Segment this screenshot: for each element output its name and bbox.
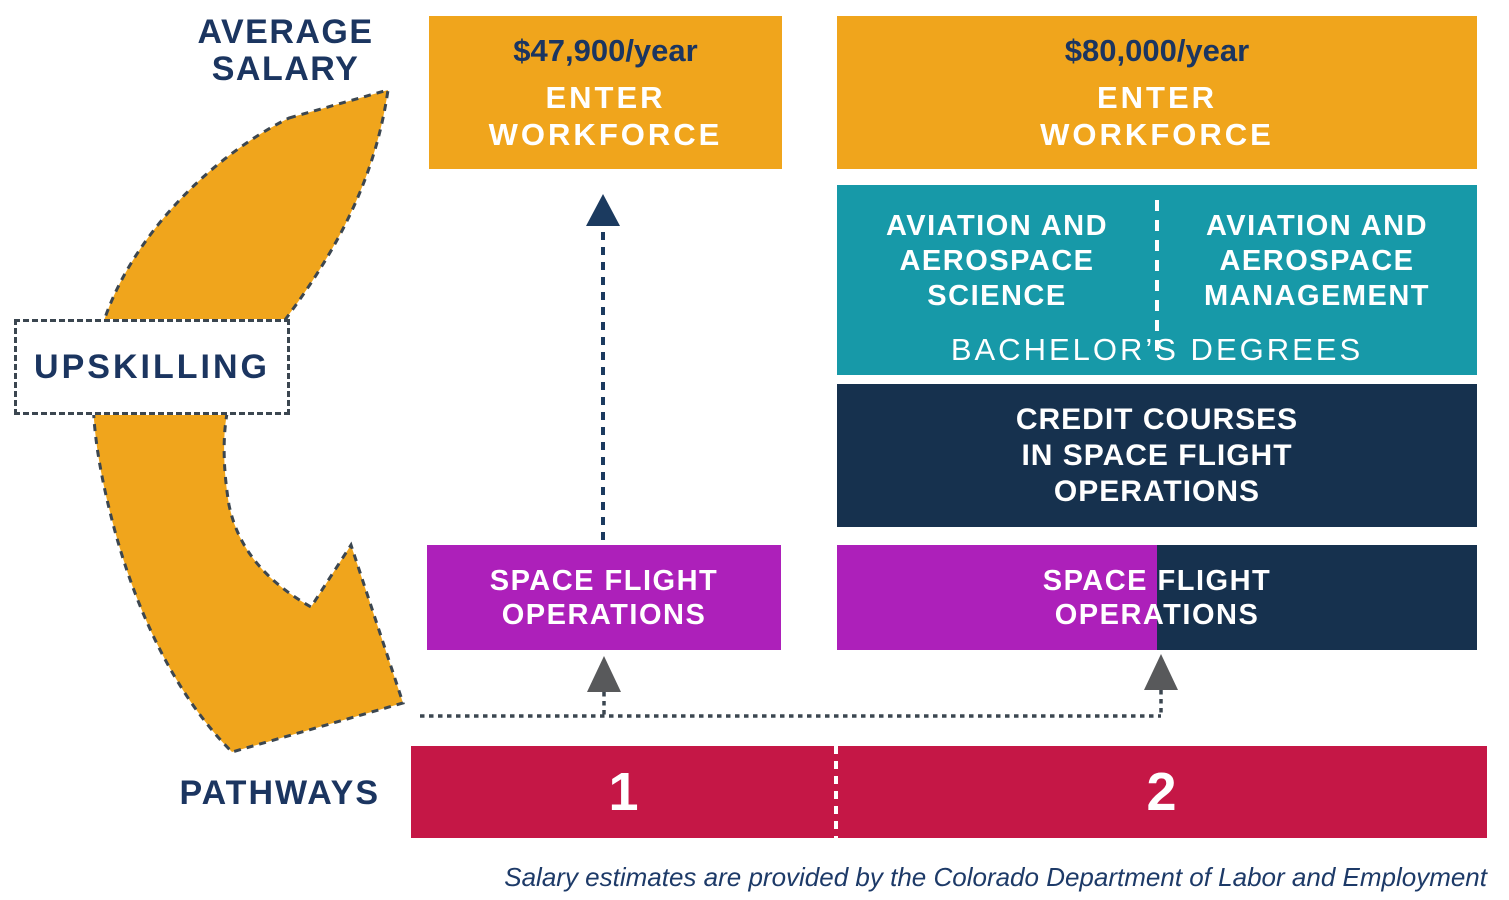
degree-right-line2: AEROSPACE [1219, 245, 1415, 277]
degree-columns: AVIATION AND AEROSPACE SCIENCE AVIATION … [837, 209, 1477, 314]
average-salary-line2: SALARY [211, 50, 360, 88]
pathway2-space-flight-operations-box: SPACE FLIGHT OPERATIONS [837, 545, 1477, 650]
program-line1: SPACE FLIGHT [1042, 564, 1272, 597]
enter-line2: WORKFORCE [1040, 116, 1274, 152]
degree-right-line3: MANAGEMENT [1203, 280, 1431, 312]
salary-source-note: Salary estimates are provided by the Col… [504, 862, 1487, 892]
degree-left-line3: SCIENCE [927, 280, 1067, 312]
credit-line3: OPERATIONS [1053, 474, 1261, 508]
pathway1-upgrade-arrowhead-icon [586, 194, 620, 226]
bachelors-degrees-box: AVIATION AND AEROSPACE SCIENCE AVIATION … [837, 185, 1477, 375]
degrees-dashed-divider [1155, 200, 1159, 355]
degree-left-line1: AVIATION AND [885, 210, 1109, 242]
upskilling-label: UPSKILLING [34, 347, 270, 386]
pathway2-salary: $80,000/year [1064, 32, 1250, 68]
pathways-bar-dashed-divider [834, 746, 838, 838]
average-salary-line1: AVERAGE [197, 13, 374, 51]
pathway2-entry-arrowhead-icon [1144, 654, 1178, 690]
enter-line1: ENTER [545, 79, 666, 115]
pathway2-enter-workforce-label: ENTER WORKFORCE [1040, 79, 1274, 153]
credit-courses-box: CREDIT COURSES IN SPACE FLIGHT OPERATION… [837, 384, 1477, 527]
degree-aviation-aerospace-science: AVIATION AND AEROSPACE SCIENCE [837, 209, 1157, 314]
average-salary-heading: AVERAGE SALARY [178, 14, 393, 88]
upskilling-box: UPSKILLING [14, 319, 290, 415]
pathway1-number: 1 [608, 762, 639, 822]
degree-aviation-aerospace-management: AVIATION AND AEROSPACE MANAGEMENT [1157, 209, 1477, 314]
degree-left-line2: AEROSPACE [899, 245, 1095, 277]
program-line1: SPACE FLIGHT [489, 564, 719, 597]
enter-line1: ENTER [1096, 79, 1218, 115]
pathway1-space-flight-operations-box: SPACE FLIGHT OPERATIONS [427, 545, 781, 650]
credit-line1: CREDIT COURSES [1015, 402, 1299, 436]
pathway1-enter-workforce-box: $47,900/year ENTER WORKFORCE [429, 16, 782, 169]
pathways-heading: PATHWAYS [179, 774, 380, 812]
enter-line2: WORKFORCE [488, 116, 723, 152]
upskilling-curved-arrow-icon [91, 87, 405, 754]
degree-right-line1: AVIATION AND [1205, 210, 1429, 242]
pathway1-entry-arrowhead-icon [587, 656, 621, 692]
pathway1-enter-workforce-label: ENTER WORKFORCE [489, 79, 723, 153]
program-line2: OPERATIONS [1054, 598, 1260, 631]
pathway2-number: 2 [1146, 762, 1177, 822]
pathway2-enter-workforce-box: $80,000/year ENTER WORKFORCE [837, 16, 1477, 169]
pathway1-salary: $47,900/year [513, 32, 698, 68]
credit-line2: IN SPACE FLIGHT [1021, 438, 1293, 472]
pathways-bar: 1 2 [411, 746, 1487, 838]
program-line2: OPERATIONS [501, 598, 707, 631]
